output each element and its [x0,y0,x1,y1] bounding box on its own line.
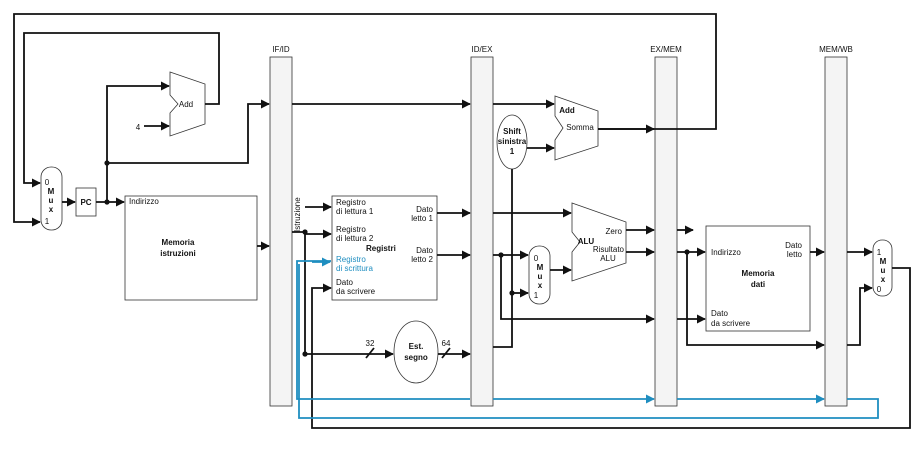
adder-branch [554,95,599,161]
svg-text:Add: Add [179,100,193,109]
svg-text:0: 0 [534,254,539,263]
svg-text:letto: letto [787,250,803,259]
svg-text:Shift: Shift [503,127,521,136]
svg-text:Registro: Registro [336,225,366,234]
mux-alu [528,245,551,305]
slash-64 [441,347,451,359]
svg-text:x: x [49,205,54,214]
sign-ext-out-bits: 64 [442,339,451,348]
svg-text:segno: segno [404,353,428,362]
alu [571,202,627,282]
if-id-label: IF/ID [272,45,290,54]
svg-text:Risultato: Risultato [593,245,625,254]
svg-text:M: M [48,187,55,196]
istruzione-label: Istruzione [293,197,302,232]
svg-text:Dato: Dato [711,309,728,318]
junction-dots [104,160,690,357]
svg-text:Dato: Dato [416,246,433,255]
pipeline-register-ex-mem [654,56,678,407]
data-memory [705,225,811,332]
pipeline-register-if-id [269,56,293,407]
svg-text:u: u [49,196,54,205]
mem-wb-label: MEM/WB [819,45,853,54]
wire-wb-mux-in0 [847,283,873,346]
svg-text:1: 1 [510,147,515,156]
svg-text:0: 0 [45,178,50,187]
svg-text:1: 1 [45,217,50,226]
wire-branch-target [13,13,717,227]
svg-text:Indirizzo: Indirizzo [129,197,159,206]
wire-imm-to-shift [493,169,513,348]
svg-text:Somma: Somma [566,123,594,132]
wire-write-reg-forward [296,260,470,400]
svg-text:Memoria: Memoria [162,238,195,247]
svg-text:da scrivere: da scrivere [711,319,751,328]
wire-write-reg-return [298,264,879,419]
svg-text:letto 2: letto 2 [411,255,433,264]
svg-text:Dato: Dato [416,205,433,214]
instruction-memory [124,195,258,301]
wire-pc-plus4-loop [23,32,220,188]
svg-text:sinistra: sinistra [498,137,527,146]
mux-pc [40,166,63,231]
svg-text:1: 1 [877,248,882,257]
svg-text:x: x [538,281,543,290]
svg-text:Registri: Registri [366,244,396,253]
wires [13,13,911,429]
svg-text:u: u [538,272,543,281]
id-ex-label: ID/EX [472,45,494,54]
svg-text:ALU: ALU [578,237,595,246]
svg-text:M: M [537,263,544,272]
register-file [331,195,438,301]
adder-pc [169,71,206,137]
sign-extend [393,320,439,384]
svg-text:Registro: Registro [336,255,366,264]
wire-pc-to-add [106,81,170,202]
svg-text:Memoria: Memoria [742,269,775,278]
wire-write-data [311,267,911,429]
svg-text:Registro: Registro [336,198,366,207]
sign-ext-in-bits: 32 [366,339,375,348]
svg-text:di scrittura: di scrittura [336,264,373,273]
svg-text:letto 1: letto 1 [411,214,433,223]
svg-text:istruzioni: istruzioni [160,249,196,258]
svg-text:u: u [881,266,886,275]
svg-text:0: 0 [877,285,882,294]
pipeline-register-id-ex [470,56,494,407]
svg-text:di lettura 1: di lettura 1 [336,207,374,216]
ex-mem-label: EX/MEM [650,45,682,54]
svg-text:da scrivere: da scrivere [336,287,376,296]
pipeline-register-mem-wb [824,56,848,407]
constant-four: 4 [136,123,141,132]
wire-write-data-to-exmem [500,255,655,324]
svg-text:Zero: Zero [606,227,623,236]
svg-text:x: x [881,275,886,284]
svg-text:di lettura 2: di lettura 2 [336,234,374,243]
svg-text:Dato: Dato [336,278,353,287]
svg-text:Indirizzo: Indirizzo [711,248,741,257]
svg-text:PC: PC [80,198,91,207]
svg-text:Add: Add [559,106,575,115]
svg-text:1: 1 [534,291,539,300]
svg-text:dati: dati [751,280,765,289]
slash-32 [365,347,375,359]
svg-text:Dato: Dato [785,241,802,250]
wire-result-to-memwb [686,252,825,350]
svg-text:M: M [880,257,887,266]
wire-pc-to-ifid [107,99,270,164]
svg-text:Est.: Est. [409,342,424,351]
svg-text:ALU: ALU [600,254,616,263]
